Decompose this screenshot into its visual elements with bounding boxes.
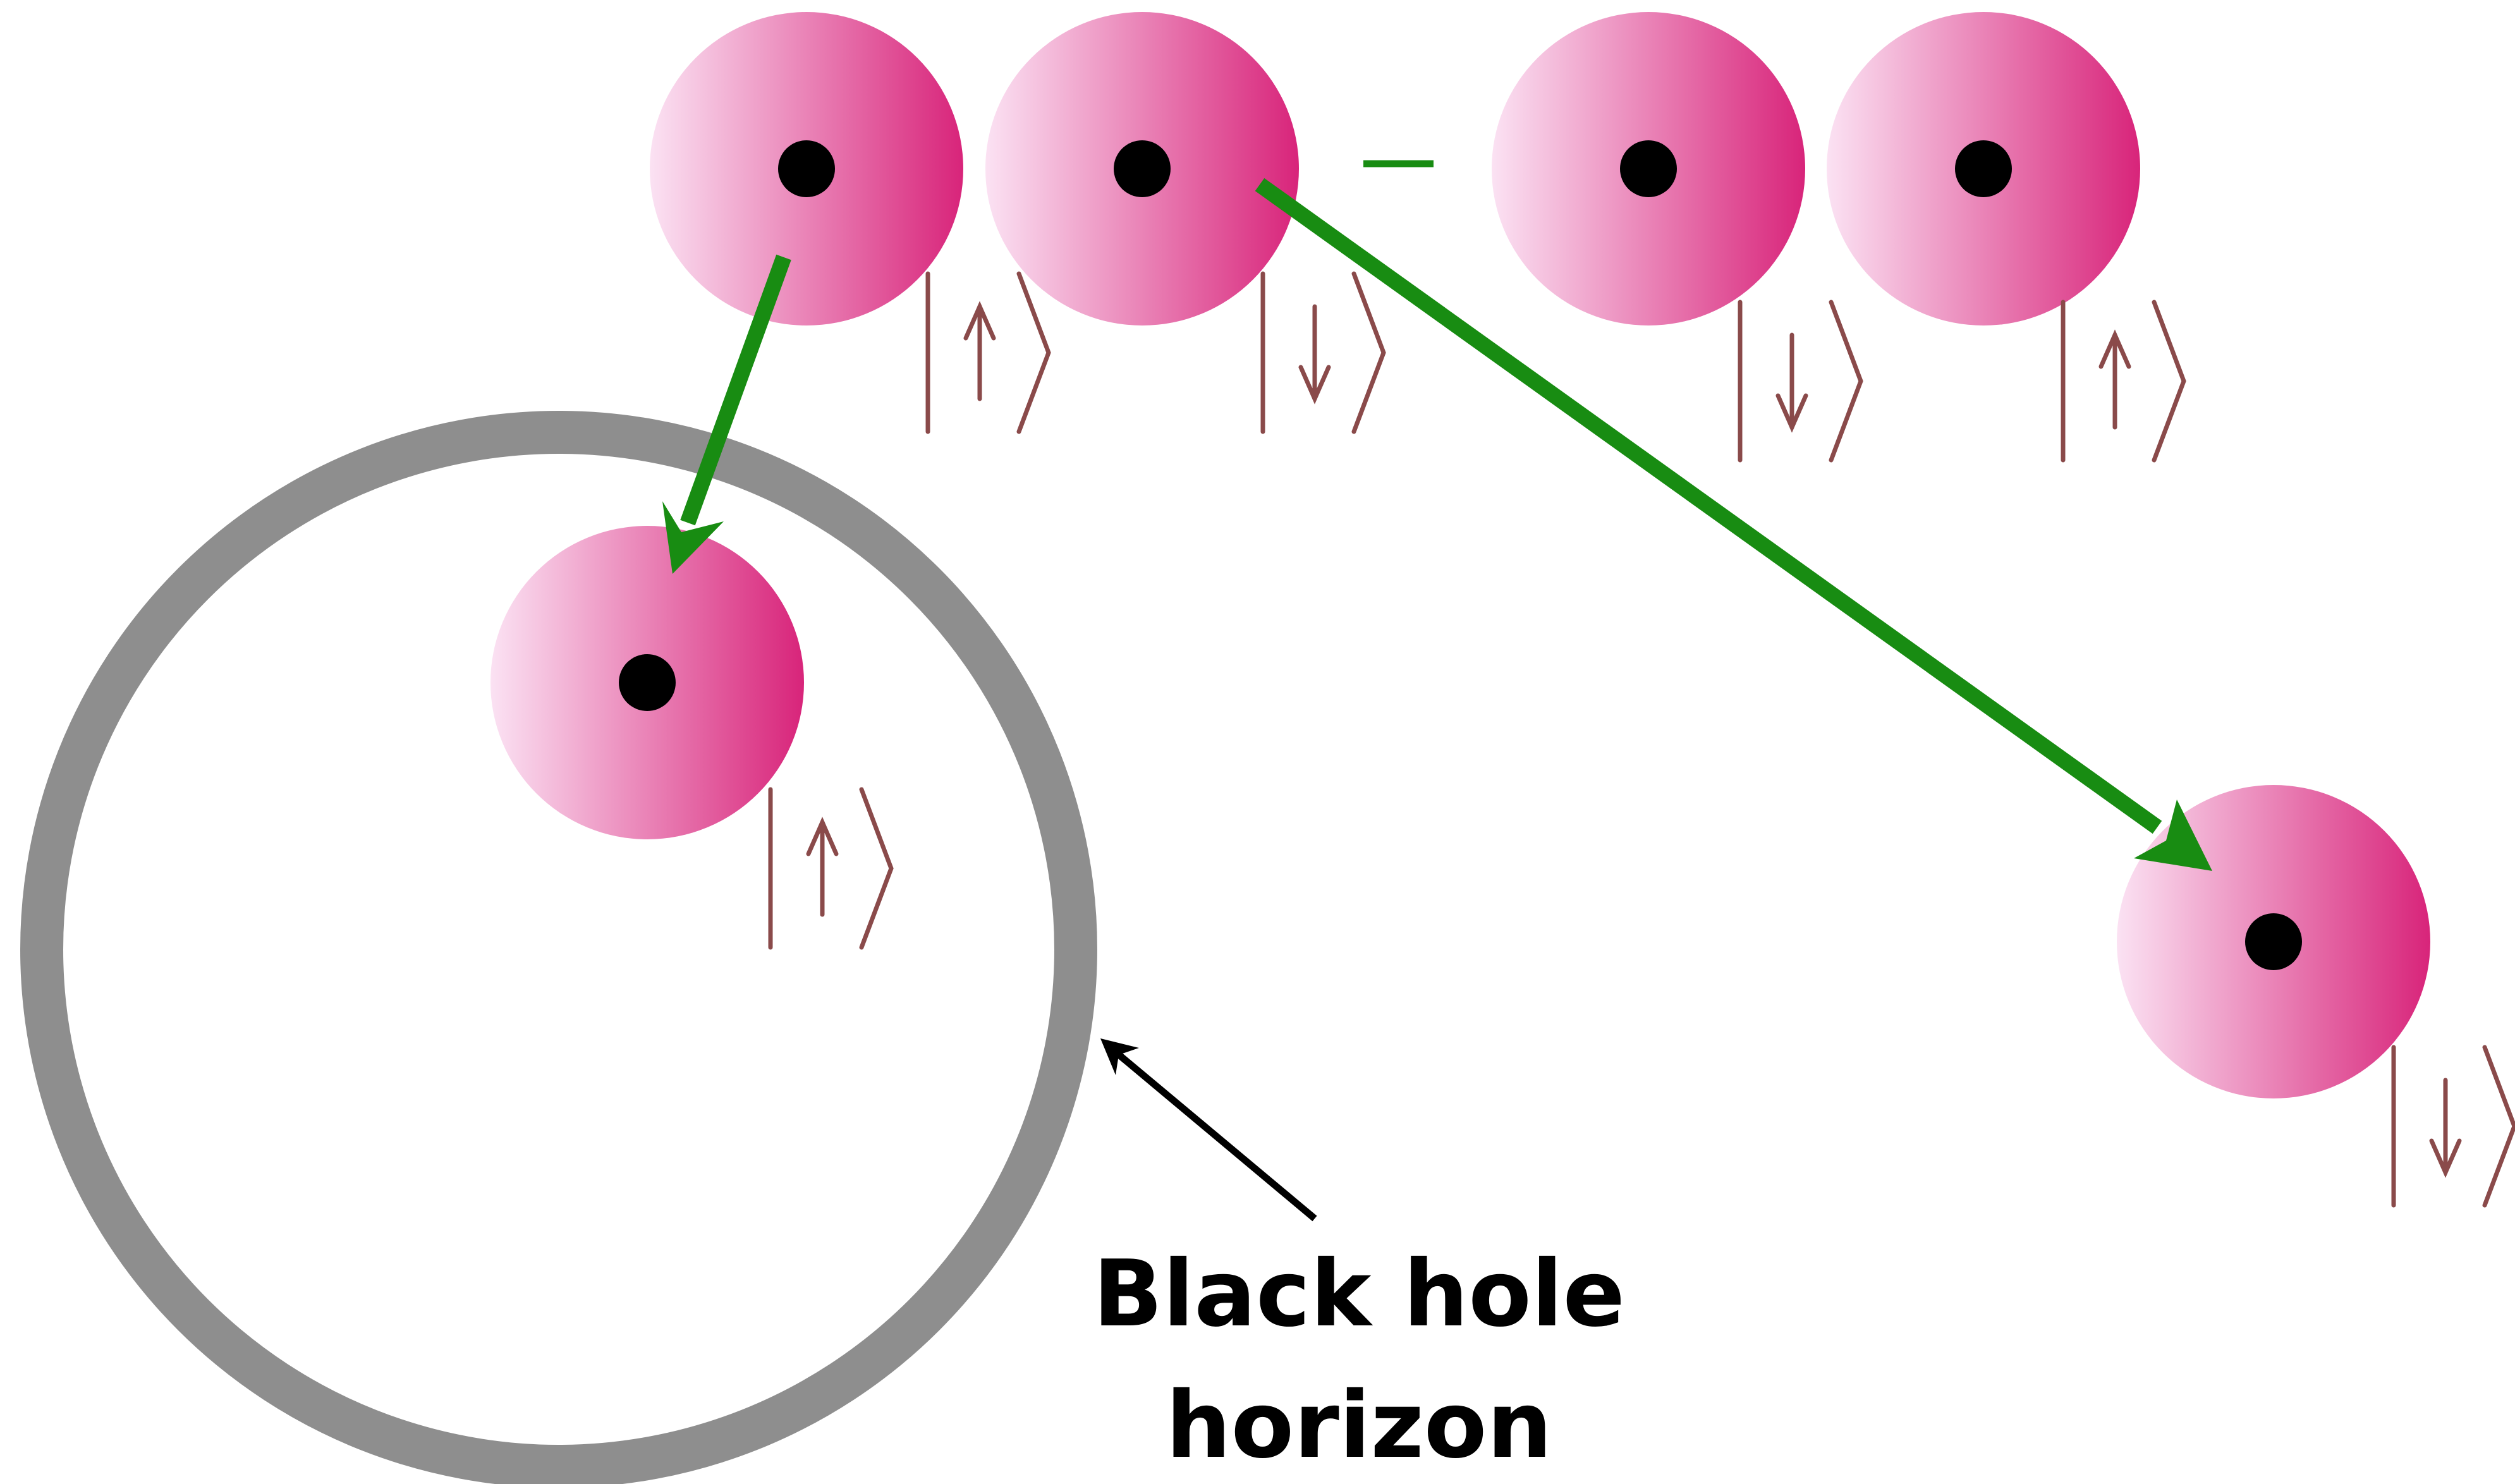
caption-horizon: horizon [1166, 1372, 1552, 1479]
infall-arrow [662, 254, 791, 574]
escape-arrow [1255, 178, 2212, 871]
infalling-particle [490, 526, 804, 839]
spin-down-ket-icon [1738, 300, 1863, 463]
horizon-pointer-arrow [1100, 1038, 1317, 1222]
particle-nucleus [1620, 140, 1677, 197]
particle-nucleus [778, 140, 835, 197]
spin-up-ket-icon [925, 271, 1051, 434]
particle-pair-two [1492, 12, 2140, 325]
spin-up-ket-icon [2061, 300, 2186, 463]
black-hole-horizon-ring [20, 411, 1097, 1484]
particle-sphere-icon [985, 12, 1299, 325]
spin-up-ket-icon [768, 787, 894, 950]
particle-pair-one [650, 12, 1299, 325]
escaping-particle [2117, 785, 2430, 1098]
spin-down-ket-icon [2391, 1045, 2515, 1208]
spin-down-ket-icon [1260, 271, 1386, 434]
particle-sphere-icon [1492, 12, 1805, 325]
particle-sphere-icon [650, 12, 963, 325]
caption-black-hole: Black hole [1093, 1241, 1625, 1347]
particle-nucleus [1955, 140, 2012, 197]
particle-nucleus [619, 654, 676, 711]
particle-nucleus [2245, 913, 2302, 970]
particle-nucleus [1114, 140, 1171, 197]
particle-sphere-icon [1827, 12, 2140, 325]
